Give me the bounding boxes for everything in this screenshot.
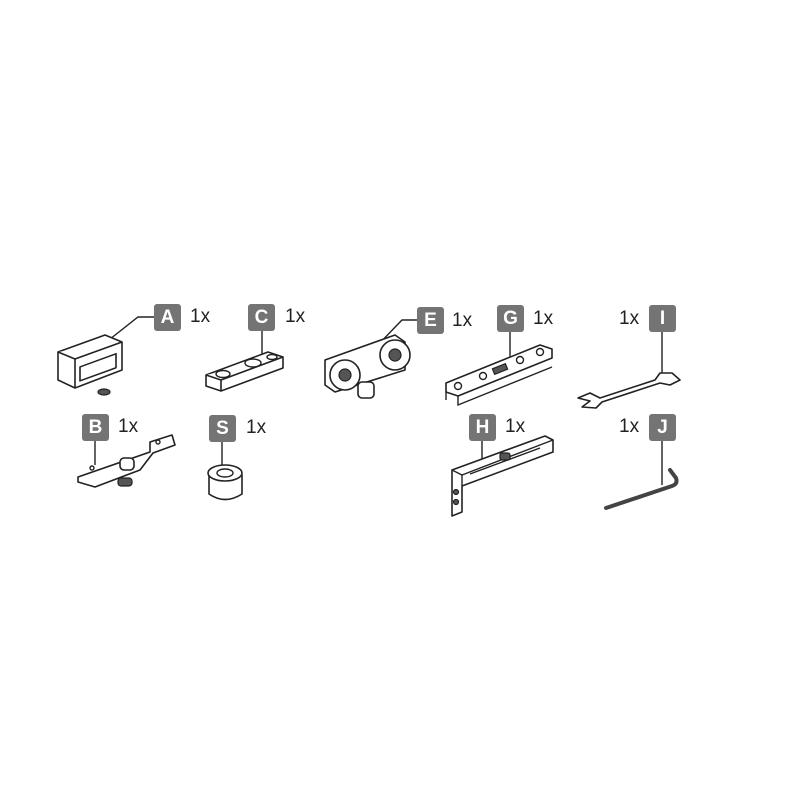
qty-a: 1x: [190, 306, 211, 327]
qty-b: 1x: [118, 416, 139, 437]
badge-e: E: [417, 307, 444, 334]
badge-j: J: [649, 414, 676, 441]
badge-a: A: [154, 304, 181, 331]
leader-lines: [94, 316, 663, 485]
part-a-drawing: [57, 334, 123, 396]
qty-s: 1x: [246, 417, 267, 438]
qty-g: 1x: [533, 308, 554, 329]
part-b-drawing: [77, 434, 176, 488]
badge-s: S: [209, 415, 236, 442]
part-s-drawing: [207, 464, 243, 501]
part-e-drawing: [324, 334, 411, 399]
qty-j: 1x: [619, 416, 640, 437]
qty-c: 1x: [285, 306, 306, 327]
badge-i: I: [649, 305, 676, 332]
part-i-drawing: [577, 372, 681, 409]
part-c-drawing: [205, 351, 284, 392]
qty-e: 1x: [452, 310, 473, 331]
part-h-drawing: [451, 435, 554, 517]
qty-i: 1x: [619, 308, 640, 329]
badge-b: B: [82, 414, 109, 441]
part-g-drawing: [445, 344, 553, 407]
badge-h: H: [469, 414, 496, 441]
badge-c: C: [248, 304, 275, 331]
qty-h: 1x: [505, 416, 526, 437]
badge-g: G: [497, 305, 524, 332]
part-j-drawing: [604, 468, 679, 510]
